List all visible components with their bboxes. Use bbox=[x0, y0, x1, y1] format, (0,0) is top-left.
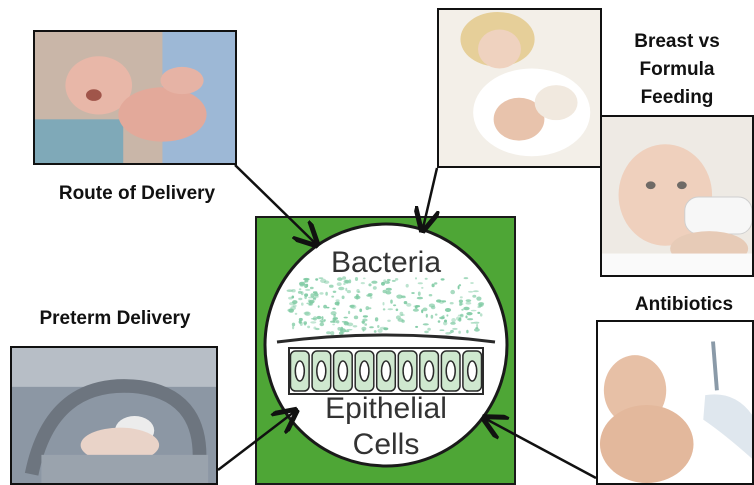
cell-nucleus bbox=[295, 361, 304, 381]
cell-nucleus bbox=[425, 361, 434, 381]
breastfeeding-photo bbox=[437, 8, 602, 168]
cell-nucleus bbox=[338, 361, 347, 381]
cells-title: Cells bbox=[353, 428, 420, 461]
breast-vs-formula-label: Breast vs Formula Feeding bbox=[612, 28, 742, 112]
antibiotics-injection-photo bbox=[596, 320, 754, 485]
cell-nucleus bbox=[317, 361, 326, 381]
cell-nucleus bbox=[360, 361, 369, 381]
epithelial-title: Epithelial bbox=[325, 392, 447, 425]
antibiotics-label: Antibiotics bbox=[618, 294, 750, 316]
breast-vs-formula-line-3: Feeding bbox=[612, 84, 742, 112]
cell-nucleus bbox=[403, 361, 412, 381]
gut-diagram-circle: Bacteria Epithelial Cells bbox=[261, 220, 511, 470]
preterm-incubator-photo bbox=[10, 346, 218, 485]
cell-nucleus bbox=[468, 361, 477, 381]
preterm-delivery-label: Preterm Delivery bbox=[20, 308, 210, 330]
newborn-delivery-photo bbox=[33, 30, 237, 165]
cell-nucleus bbox=[382, 361, 391, 381]
breast-vs-formula-line-1: Breast vs bbox=[612, 28, 742, 56]
bacteria-title: Bacteria bbox=[331, 246, 441, 279]
route-of-delivery-label: Route of Delivery bbox=[42, 183, 232, 205]
epithelial-cell-row bbox=[289, 348, 483, 394]
cell-nucleus bbox=[446, 361, 455, 381]
breast-vs-formula-line-2: Formula bbox=[612, 56, 742, 84]
bottle-feeding-photo bbox=[600, 115, 754, 277]
